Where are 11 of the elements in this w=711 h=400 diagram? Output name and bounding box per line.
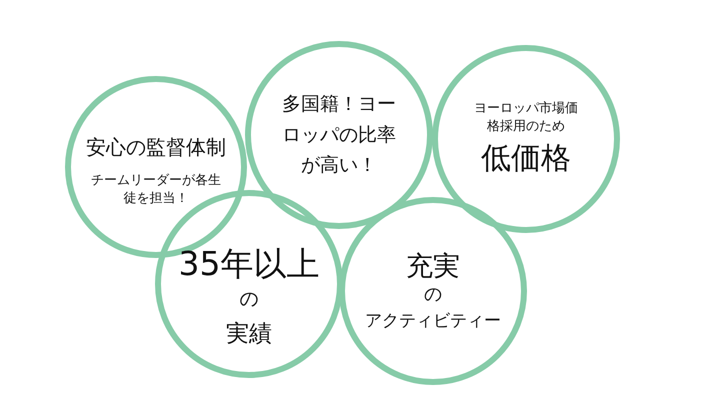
circle-text: の [424, 284, 442, 306]
circle-heading: 充実 [406, 250, 460, 284]
circle-text: アクティビティー [365, 310, 501, 332]
circle-body-text: チームリーダーが各生徒を担当！ [91, 172, 221, 208]
circle-text: の [240, 288, 258, 312]
circle-text: 多国籍！ヨーロッパの比率が高い！ [281, 92, 397, 178]
circle-heading: 安心の監督体制 [86, 134, 226, 160]
circle-text: 実績 [226, 320, 272, 349]
circle-body-text: ヨーロッパ市場価格採用のため [473, 100, 579, 136]
circle-heading: 低価格 [481, 140, 571, 178]
circle-heading: 35年以上 [178, 243, 320, 284]
